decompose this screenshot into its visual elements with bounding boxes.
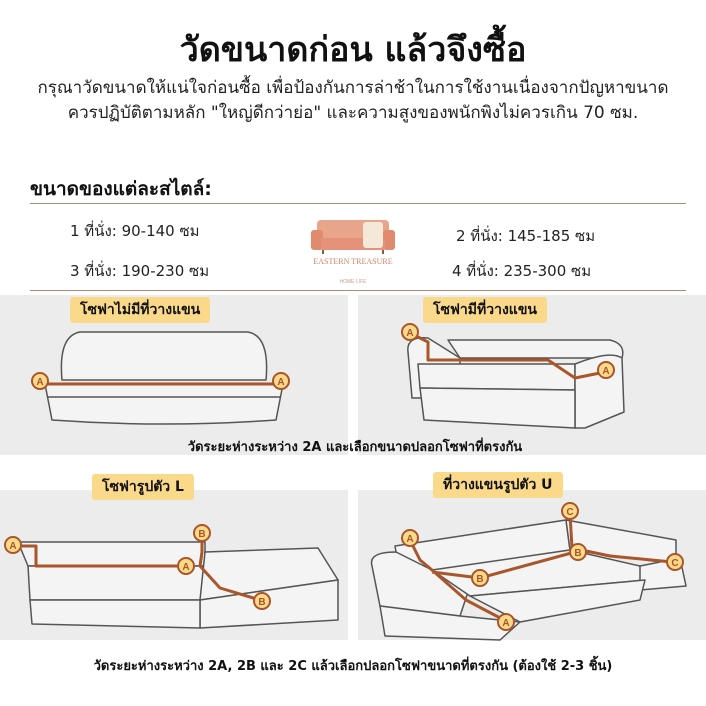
divider	[30, 203, 686, 204]
marker-a-icon: A	[401, 529, 419, 547]
marker-b-icon: B	[471, 569, 489, 587]
marker-b-icon: B	[253, 592, 271, 610]
sizes-heading: ขนาดของแต่ละสไตล์:	[30, 178, 212, 200]
sofa-l-shape-icon	[17, 541, 339, 629]
label-u-shape: ที่วางแขนรูปตัว U	[433, 472, 563, 498]
brand-logo: EASTERN TREASURE HOME LIFE	[303, 210, 403, 288]
svg-text:A: A	[9, 541, 16, 552]
svg-text:A: A	[406, 328, 413, 339]
marker-a-icon: A	[31, 372, 49, 390]
svg-text:A: A	[36, 377, 43, 388]
marker-a-icon: A	[4, 536, 22, 554]
svg-text:B: B	[198, 529, 205, 540]
marker-b-icon: B	[193, 524, 211, 542]
marker-a-icon: A	[497, 613, 515, 631]
marker-b-icon: B	[569, 543, 587, 561]
size-three-seat: 3 ที่นั่ง: 190-230 ซม	[70, 262, 210, 280]
marker-a-icon: A	[272, 372, 290, 390]
markers: A A A A A A B B A A B B C C	[4, 323, 684, 631]
svg-text:A: A	[406, 534, 413, 545]
measurement-lines	[14, 331, 673, 622]
caption-top: วัดระยะห่างระหว่าง 2A และเลือกขนาดปลอกโซ…	[187, 440, 523, 455]
marker-a-icon: A	[597, 361, 615, 379]
marker-a-icon: A	[401, 323, 419, 341]
svg-text:C: C	[671, 558, 678, 569]
sofa-logo-icon: EASTERN TREASURE HOME LIFE	[311, 220, 395, 285]
svg-text:B: B	[574, 548, 581, 559]
svg-text:A: A	[602, 366, 609, 377]
logo-tagline: HOME LIFE	[340, 279, 368, 285]
caption-bottom: วัดระยะห่างระหว่าง 2A, 2B และ 2C แล้วเลื…	[93, 659, 613, 674]
svg-text:A: A	[277, 377, 284, 388]
svg-text:B: B	[258, 597, 265, 608]
size-four-seat: 4 ที่นั่ง: 235-300 ซม	[452, 262, 592, 280]
svg-text:B: B	[476, 574, 483, 585]
intro-text: กรุณาวัดขนาดให้แน่ใจก่อนซื้อ เพื่อป้องกั…	[37, 78, 669, 123]
marker-c-icon: C	[666, 553, 684, 571]
marker-a-icon: A	[177, 557, 195, 575]
label-l-shape: โซฟารูปตัว L	[92, 474, 194, 500]
svg-text:A: A	[182, 562, 189, 573]
size-two-seat: 2 ที่นั่ง: 145-185 ซม	[456, 227, 596, 245]
label-no-arm: โซฟาไม่มีที่วางแขน	[70, 297, 211, 323]
svg-text:A: A	[502, 618, 509, 629]
marker-c-icon: C	[561, 502, 579, 520]
logo-brand: EASTERN TREASURE	[313, 257, 392, 266]
page-title: วัดขนาดก่อน แล้วจึงซื้อ	[179, 30, 527, 70]
sofa-no-arm-icon	[44, 331, 284, 425]
divider	[30, 290, 686, 291]
size-one-seat: 1 ที่นั่ง: 90-140 ซม	[70, 222, 200, 240]
svg-text:C: C	[566, 507, 573, 518]
label-with-arm: โซฟามีที่วางแขน	[423, 297, 547, 323]
sofa-with-arm-icon	[407, 337, 625, 429]
